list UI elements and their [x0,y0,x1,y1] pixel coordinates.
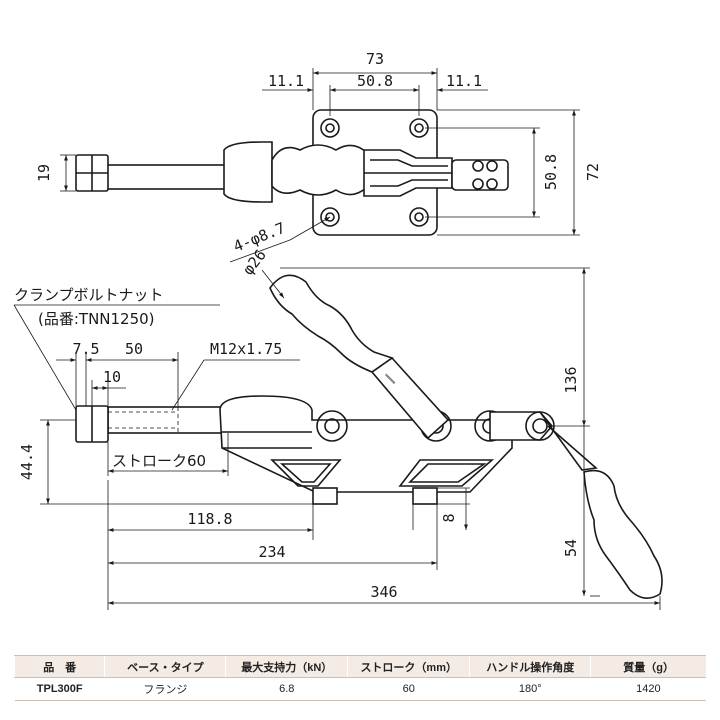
top-linkage [363,149,509,197]
stroke-label: ストローク60 [112,452,206,470]
flange-plate-right [412,487,438,505]
dim-handle-up: 136 [562,366,580,393]
cell-handle-angle: 180° [469,677,591,701]
top-plunger-rod [75,154,231,192]
dim-hole-pitch-x: 50.8 [357,72,393,90]
cell-model: TPL300F [14,677,105,701]
side-plunger-rod [75,405,229,443]
cell-max-force: 6.8 [225,677,348,701]
header-handle-angle: ハンドル操作角度 [469,655,591,678]
handle-up: ═══ [269,274,450,440]
cell-base-type: フランジ [104,677,226,701]
dim-handle-down: 54 [562,539,580,557]
dim-nut-length: 7.5 [72,340,99,358]
header-max-force: 最大支持力（kN） [225,655,348,678]
dim-base-height: 72 [584,163,602,181]
dim-total-length: 346 [370,583,397,601]
side-view: ═══ φ26 クランプボルトナット (品番:TNN1250) 7.5 50 1… [13,246,663,610]
cell-stroke: 60 [347,677,470,701]
dim-right-offset: 11.1 [446,72,482,90]
bolt-nut-label: クランプボルトナット [14,286,164,304]
flange-plate-left [312,487,338,505]
dim-nut-width: 10 [103,368,121,386]
header-base-type: ベース・タイプ [104,655,226,678]
spec-header-row: 品 番 ベース・タイプ 最大支持力（kN） ストローク（mm） ハンドル操作角度… [13,655,706,678]
top-view: 73 11.1 50.8 11.1 19 50.8 72 4-φ8.7 [35,50,602,263]
dim-base-offset: 118.8 [187,510,232,528]
header-model: 品 番 [13,655,105,678]
cell-mass: 1420 [590,677,706,701]
dim-plate-thickness: 8 [440,513,458,522]
technical-drawing: 73 11.1 50.8 11.1 19 50.8 72 4-φ8.7 [13,50,663,610]
dim-total-width: 73 [366,50,384,68]
dim-mid-length: 234 [258,543,285,561]
handle-down [539,411,663,599]
dim-left-offset: 11.1 [268,72,304,90]
dim-thread-length: 50 [125,340,143,358]
thread-spec: M12x1.75 [210,340,282,358]
dim-hole-pitch-y: 50.8 [542,154,560,190]
dim-height: 44.4 [18,444,36,480]
side-body [219,395,513,493]
header-mass: 質量（g） [590,655,706,678]
bolt-nut-part: (品番:TNN1250) [38,310,155,328]
top-body-housing [223,141,273,203]
header-stroke: ストローク（mm） [347,655,470,678]
spec-table: 品 番 ベース・タイプ 最大支持力（kN） ストローク（mm） ハンドル操作角度… [13,655,706,701]
dim-rod-width: 19 [35,164,53,182]
top-handle-grip [271,144,367,196]
spec-row: TPL300F フランジ 6.8 60 180° 1420 [14,677,706,701]
